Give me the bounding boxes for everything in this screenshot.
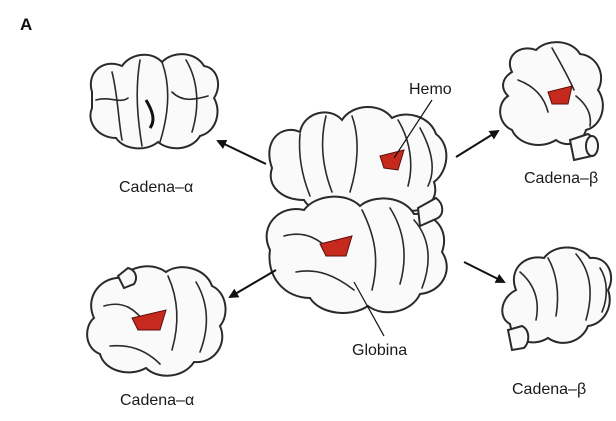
beta-chain-bottom-model [502,248,611,351]
arrow-to-alpha-top [218,141,266,164]
alpha-chain-bottom-label: Cadena–α [120,392,194,409]
alpha-chain-top-model [90,54,218,148]
alpha-chain-top-label: Cadena–α [119,179,193,196]
beta-chain-top-model [500,42,603,160]
arrow-to-beta-top [456,131,498,157]
beta-chain-bottom-label: Cadena–β [512,381,586,398]
hemoglobin-tetramer-model [267,107,447,313]
beta-chain-top-label: Cadena–β [524,170,598,187]
arrow-to-alpha-bottom [230,270,276,297]
globin-label: Globina [352,342,407,359]
arrow-to-beta-bottom [464,262,504,282]
heme-label: Hemo [409,81,452,98]
alpha-chain-bottom-model [87,266,225,375]
panel-label: A [20,15,32,34]
